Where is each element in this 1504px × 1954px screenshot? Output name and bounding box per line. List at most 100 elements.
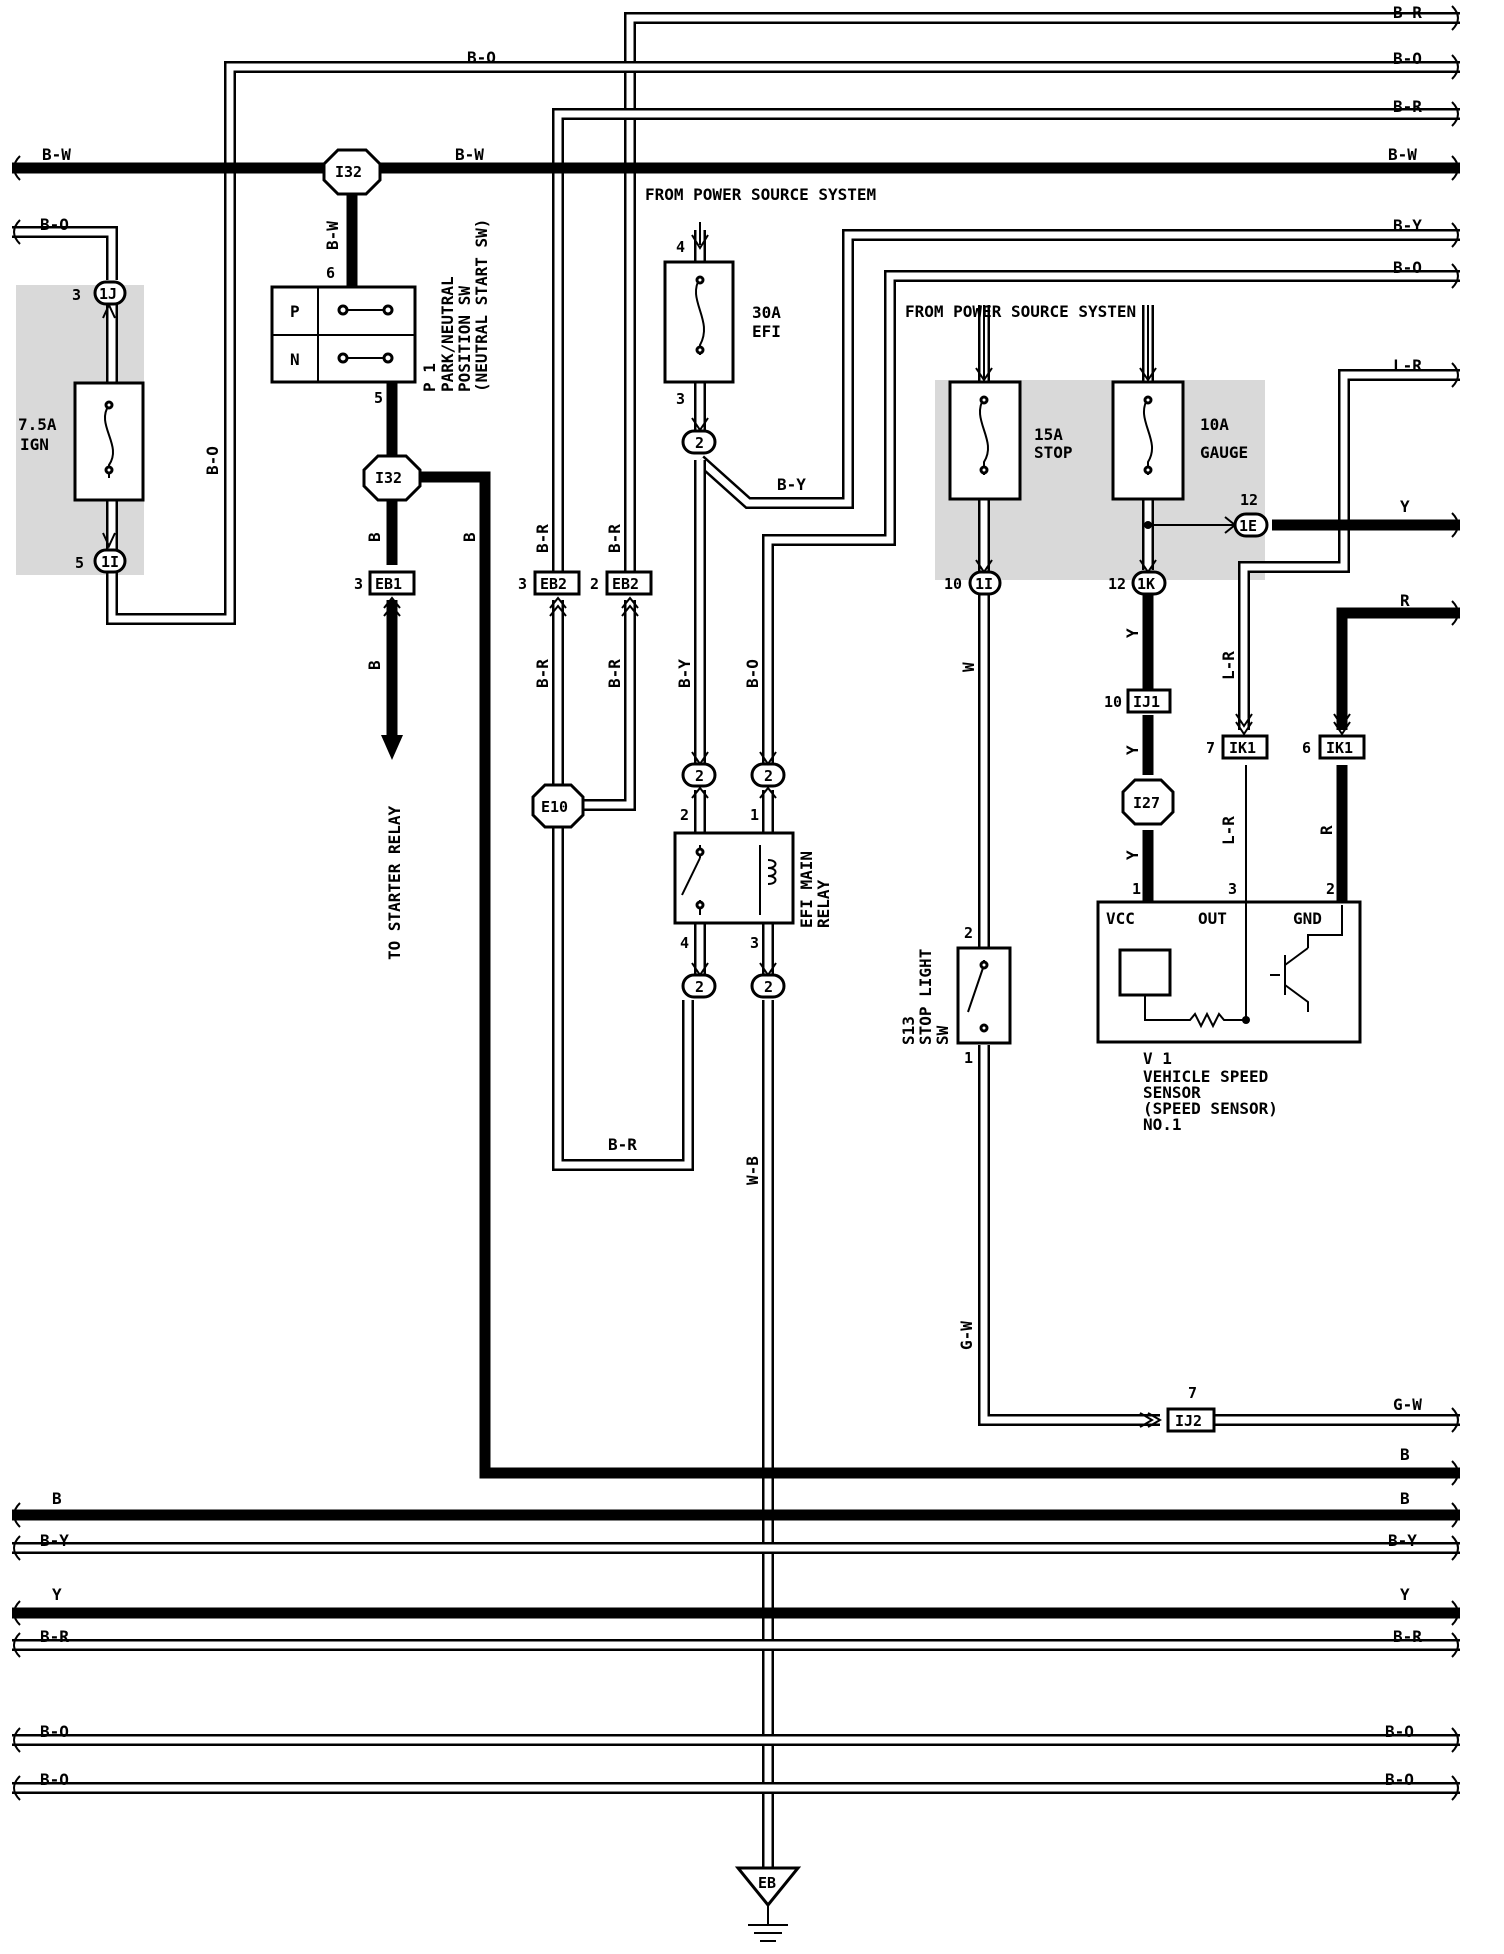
label-b-vert-1: B (365, 532, 384, 542)
wire-right-4: B-Y (1393, 216, 1422, 235)
i27-label: I27 (1133, 794, 1160, 812)
1i-label: 1I (101, 553, 119, 571)
label-b-r-vert-1: B-R (533, 524, 552, 553)
wire-right-2: B-R (1393, 97, 1422, 116)
fuse-gauge-amp: 10A (1200, 415, 1229, 434)
pin-7-ik1: 7 (1206, 739, 1215, 757)
hollow-wires (12, 12, 1460, 1870)
eb2-b-label: EB2 (612, 575, 639, 593)
fuse-ign-amp: 7.5A (18, 415, 57, 434)
efi-main-relay (673, 831, 795, 925)
connector-ik1-a (1221, 734, 1269, 760)
ij2-label: IJ2 (1175, 1412, 1202, 1430)
label-b-r-vert-3: B-R (533, 659, 552, 688)
wire-left-3: B-Y (40, 1531, 69, 1550)
solid-wires (12, 162, 1460, 1619)
pin-12-gauge: 12 (1108, 575, 1126, 593)
wire-right-1: B-O (1393, 49, 1422, 68)
wire-right-16: B-O (1385, 1770, 1414, 1789)
fuse-gauge (1111, 380, 1185, 501)
pin-5-pn: 5 (374, 389, 383, 407)
ik1-b-label: IK1 (1326, 739, 1353, 757)
c2c-label: 2 (764, 767, 773, 785)
wire-right-13: Y (1400, 1585, 1410, 1604)
wire-left-7: B-O (40, 1770, 69, 1789)
stop-sw-name1: STOP LIGHT (916, 949, 935, 1045)
pn-sw-id: P 1 (420, 363, 439, 392)
pin-2-vss: 2 (1326, 880, 1335, 898)
pin-10-ij1: 10 (1104, 693, 1122, 711)
stop-sw-name2: SW (933, 1025, 952, 1045)
wire-right-6: L-R (1393, 356, 1422, 375)
label-b-w-mid: B-W (455, 145, 484, 164)
label-b-o-vert2: B-O (743, 659, 762, 688)
fuse-efi-amp: 30A (752, 303, 781, 322)
c2d-label: 2 (695, 978, 704, 996)
from-power-1: FROM POWER SOURCE SYSTEM (645, 185, 876, 204)
stop-light-switch (956, 946, 1012, 1045)
connector-e10 (531, 783, 585, 829)
stop-sw-id: S13 (899, 1016, 918, 1045)
label-b-o-top: B-O (467, 48, 496, 67)
wire-left-2: B (52, 1489, 62, 1508)
pin-6-pn: 6 (326, 264, 335, 282)
wire-left-4: Y (52, 1585, 62, 1604)
connector-eb1 (368, 570, 416, 596)
connector-ij1 (1126, 688, 1172, 714)
pin-1-relay: 1 (750, 806, 759, 824)
wire-left-5: B-R (40, 1627, 69, 1646)
arrows (102, 222, 1351, 1428)
pin-1-sw: 1 (964, 1049, 973, 1067)
pin-12-e: 12 (1240, 491, 1258, 509)
pin-6-ik1: 6 (1302, 739, 1311, 757)
fuse-ign-name: IGN (20, 435, 49, 454)
vss-gnd: GND (1293, 909, 1322, 928)
connector-eb2-b (605, 570, 653, 596)
wire-right-15: B-O (1385, 1722, 1414, 1741)
wire-right-14: B-R (1393, 1627, 1422, 1646)
pin-2-relay: 2 (680, 806, 689, 824)
vss-name2: SENSOR (1143, 1083, 1201, 1102)
wire-right-12: B-Y (1388, 1531, 1417, 1550)
i32-top-label: I32 (335, 163, 362, 181)
wire-right-5: B-O (1393, 258, 1422, 277)
e10-label: E10 (541, 798, 568, 816)
label-y-vert-3: Y (1123, 850, 1142, 860)
label-b-r-vert-4: B-R (605, 659, 624, 688)
vss-vcc: VCC (1106, 909, 1135, 928)
eb2-a-label: EB2 (540, 575, 567, 593)
wire-right-9: G-W (1393, 1395, 1422, 1414)
wire-right-0: B-R (1393, 3, 1422, 22)
fuse-gauge-name: GAUGE (1200, 443, 1248, 462)
label-y-vert-1: Y (1123, 628, 1142, 638)
vss-out: OUT (1198, 909, 1227, 928)
connector-i27 (1121, 778, 1175, 826)
left-edge-breaks (13, 155, 21, 1801)
connector-2-efi (681, 429, 717, 455)
pin-7-ij2: 7 (1188, 1384, 1197, 1402)
park-neutral-switch (270, 285, 417, 384)
from-power-2: FROM POWER SOURCE SYSTEN (905, 302, 1136, 321)
relay-name1: EFI MAIN (797, 851, 816, 928)
ik1-a-label: IK1 (1229, 739, 1256, 757)
vss-junction-dot (1242, 1016, 1250, 1024)
pin-2-eb2: 2 (590, 575, 599, 593)
pin-4-efi: 4 (676, 238, 685, 256)
pin-3-relay: 3 (750, 934, 759, 952)
pin-3-eb2: 3 (518, 575, 527, 593)
wire-right-3: B-W (1388, 145, 1417, 164)
connector-1i (93, 548, 127, 574)
pin-5-1i: 5 (75, 554, 84, 572)
label-g-w-vert: G-W (957, 1321, 976, 1350)
connector-1j (93, 280, 127, 306)
label-b-o-vert: B-O (203, 446, 222, 475)
pin-3-efi: 3 (676, 390, 685, 408)
1j-label: 1J (99, 285, 117, 303)
pin-1-vss: 1 (1132, 880, 1141, 898)
c2e-label: 2 (764, 978, 773, 996)
pin-3-1j: 3 (72, 286, 81, 304)
wire-right-11: B (1400, 1489, 1410, 1508)
relay-name2: RELAY (814, 879, 833, 928)
ij1-label: IJ1 (1133, 693, 1160, 711)
